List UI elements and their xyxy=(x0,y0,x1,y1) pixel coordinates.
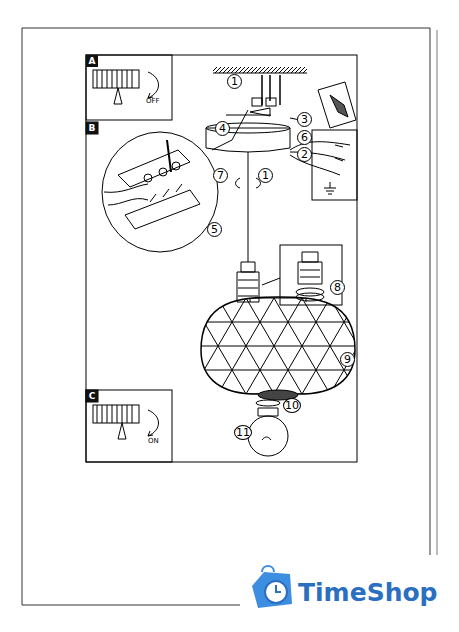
callout-number: 7 xyxy=(213,168,228,183)
callout-number: 3 xyxy=(297,112,312,127)
callout-number: 9 xyxy=(340,352,355,367)
callout-number: 11 xyxy=(234,425,252,440)
callout-number: 5 xyxy=(207,222,222,237)
callout-number: 1 xyxy=(227,74,242,89)
inset-letter: B xyxy=(86,122,98,134)
shade-lattice xyxy=(190,298,386,418)
switch-state: ON xyxy=(148,438,159,445)
switch-state: OFF xyxy=(146,98,160,105)
callout-number: 6 xyxy=(297,130,312,145)
callout-number: 2 xyxy=(297,147,312,162)
inset-letter: A xyxy=(86,55,98,67)
callout-number: 8 xyxy=(330,280,345,295)
callout-number: 1 xyxy=(258,168,273,183)
callout-number: 4 xyxy=(215,121,230,136)
callout-number: 10 xyxy=(283,398,301,413)
watermark: TimeShop xyxy=(298,580,438,605)
inset-letter: C xyxy=(86,390,98,402)
